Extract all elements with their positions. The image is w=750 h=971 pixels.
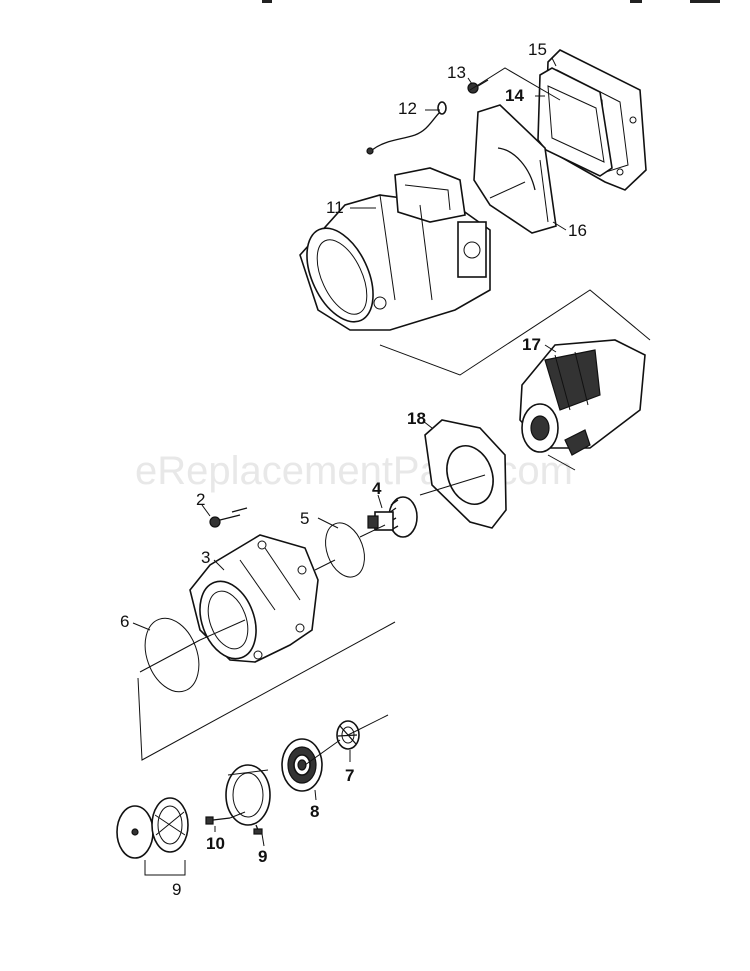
washer-ring-part-9: [116, 797, 189, 859]
bearing-part-8: [281, 738, 323, 792]
watermark: eReplacementParts.com: [135, 449, 573, 493]
label-part-3: 3: [201, 548, 210, 567]
gear-shaft-part-4: [367, 496, 418, 538]
cup-part-9: [225, 764, 271, 835]
label-part-13: 13: [447, 63, 466, 82]
label-part-4: 4: [372, 479, 382, 498]
label-part-2: 2: [196, 490, 205, 509]
label-part-15: 15: [528, 40, 547, 59]
label-part-18: 18: [407, 409, 426, 428]
label-part-6: 6: [120, 612, 129, 631]
label-part-9-cup: 9: [258, 847, 267, 866]
assembly-lines: [137, 67, 651, 876]
label-part-11: 11: [326, 198, 344, 217]
label-part-7: 7: [345, 766, 354, 785]
motor-part-17: [519, 339, 646, 471]
bracket-part-16: [473, 104, 557, 234]
label-part-9-washer: 9: [172, 880, 181, 899]
leader-lines: [132, 57, 567, 847]
label-part-17: 17: [522, 335, 541, 354]
label-part-5: 5: [300, 509, 309, 528]
top-edge-artifact: [262, 0, 720, 3]
gasket-part-5: [325, 522, 365, 578]
label-part-8: 8: [310, 802, 319, 821]
label-part-12: 12: [398, 99, 417, 118]
screw-part-10: [205, 816, 231, 825]
label-part-16: 16: [568, 221, 587, 240]
housing-part-11: [299, 167, 491, 331]
screw-part-2: [209, 507, 248, 528]
label-part-14: 14: [505, 86, 524, 105]
gasket-part-6: [144, 617, 200, 693]
label-part-10: 10: [206, 834, 225, 853]
part-labels: 15 13 14 12 11 16 17 18 2 4 5 3 6 7 8 10…: [120, 40, 587, 899]
cord-part-12: [366, 101, 447, 155]
baffle-part-18: [424, 419, 507, 529]
